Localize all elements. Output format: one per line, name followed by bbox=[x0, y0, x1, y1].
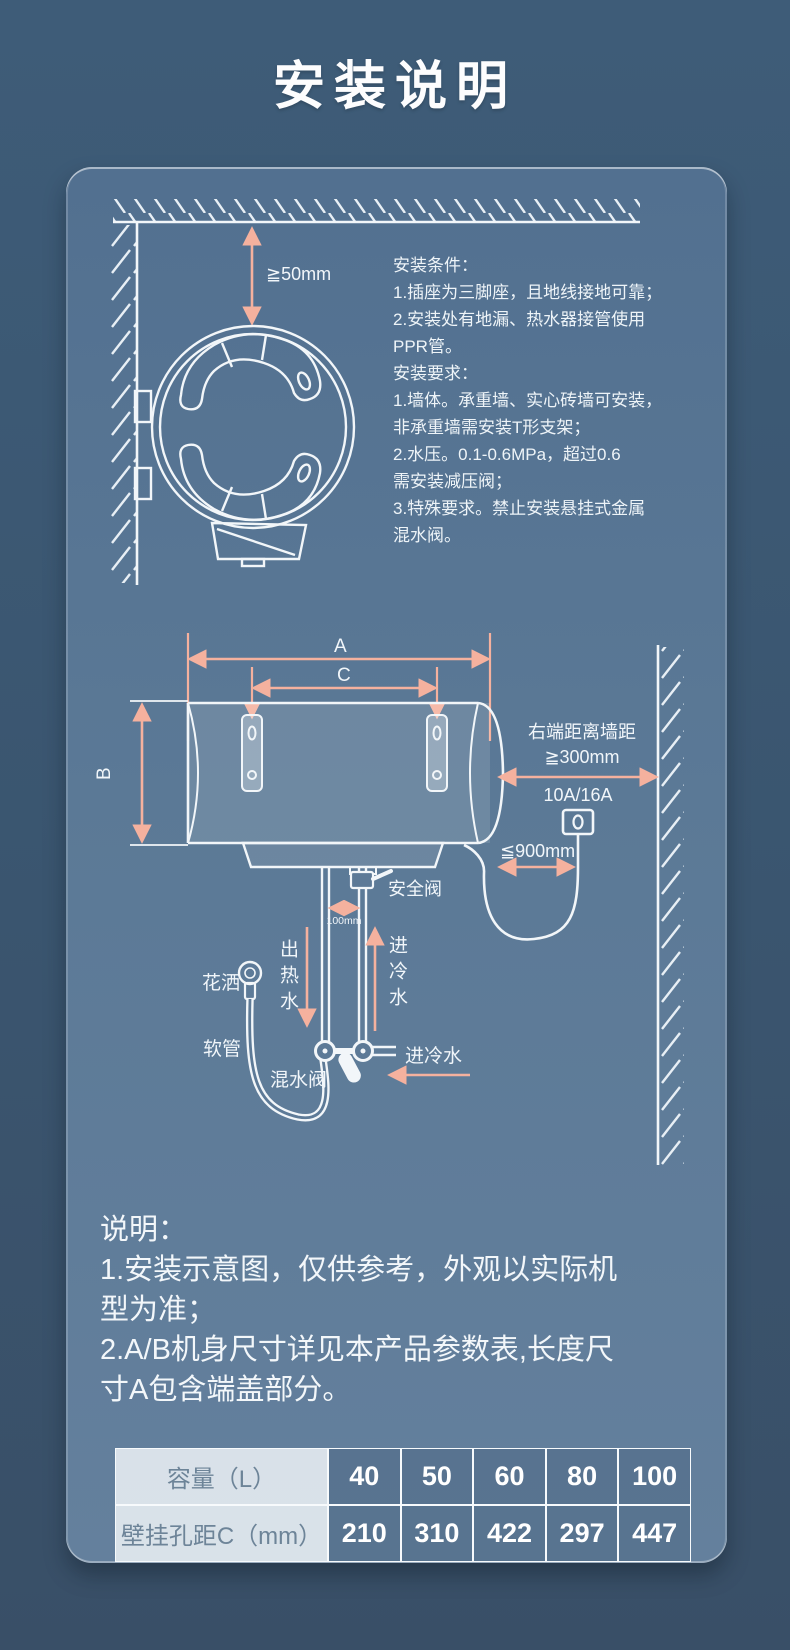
notes-line: 型为准； bbox=[100, 1294, 217, 1326]
socket-distance-dimension: ≦900mm bbox=[497, 841, 576, 877]
table-row-label: 壁挂孔距C（mm） bbox=[115, 1505, 328, 1562]
pipes bbox=[320, 867, 396, 1057]
cond-line: 2.安装处有地漏、热水器接管使用 bbox=[393, 310, 646, 329]
safety-valve-label: 安全阀 bbox=[388, 879, 442, 899]
bottom-tray bbox=[241, 841, 445, 875]
install-conditions-text: 安装条件： 1.插座为三脚座，且地线接地可靠； 2.安装处有地漏、热水器接管使用… bbox=[393, 252, 703, 549]
cond-line: 1.墙体。承重墙、实心砖墙可安装， bbox=[393, 391, 663, 410]
power-socket: 10A/16A bbox=[463, 785, 613, 941]
spec-table: 容量（L） 40 50 60 80 100 壁挂孔距C（mm） 210 310 … bbox=[115, 1448, 691, 1562]
table-cell: 50 bbox=[400, 1448, 474, 1505]
ceiling-clearance-dimension: ≧50mm bbox=[242, 226, 331, 326]
hot-water-out-label: 出热水 bbox=[277, 939, 298, 1017]
table-cell: 80 bbox=[545, 1448, 619, 1505]
notes-line: 2.A/B机身尺寸详见本产品参数表,长度尺 bbox=[100, 1334, 614, 1366]
shower-head bbox=[237, 960, 263, 1001]
installation-panel: ≧50mm bbox=[66, 167, 727, 1563]
table-row-label: 容量（L） bbox=[115, 1448, 328, 1505]
cold-water-in-label: 进冷水 bbox=[386, 935, 407, 1013]
dim-b-label: B bbox=[94, 767, 115, 780]
dim-c-label: C bbox=[337, 665, 351, 686]
table-cell: 422 bbox=[473, 1505, 546, 1562]
heater-top-view bbox=[133, 324, 356, 568]
cond-line: 1.插座为三脚座，且地线接地可靠； bbox=[393, 283, 663, 302]
hose-label: 软管 bbox=[203, 1038, 241, 1060]
left-wall bbox=[110, 222, 139, 585]
wall-gap-dimension: 右端距离墙距 ≧300mm bbox=[497, 722, 659, 787]
safety-valve: 安全阀 bbox=[349, 869, 442, 899]
socket-distance-label: ≦900mm bbox=[500, 841, 575, 861]
flow-arrows bbox=[297, 926, 470, 1085]
mixing-valve-label: 混水阀 bbox=[270, 1069, 327, 1091]
table-cell: 310 bbox=[400, 1505, 474, 1562]
pipe-gap-label: 100mm bbox=[326, 915, 361, 927]
page-title: 安装说明 bbox=[272, 58, 517, 116]
cond-line: 混水阀。 bbox=[393, 526, 461, 545]
notes-line: 1.安装示意图，仅供参考，外观以实际机 bbox=[100, 1254, 618, 1286]
pipe-gap-dimension: 100mm bbox=[326, 899, 362, 927]
cond-line: 需安装减压阀； bbox=[393, 472, 512, 491]
mounting-bracket-right bbox=[426, 714, 448, 792]
shower-label: 花洒 bbox=[202, 972, 240, 994]
power-cord bbox=[463, 834, 580, 941]
table-cell: 60 bbox=[473, 1448, 546, 1505]
cond-line: 2.水压。0.1-0.6MPa，超过0.6 bbox=[393, 445, 621, 464]
table-cell: 210 bbox=[328, 1505, 401, 1562]
socket-label: 10A/16A bbox=[543, 785, 612, 805]
wall-gap-label-1: 右端距离墙距 bbox=[528, 722, 636, 742]
mixing-valve bbox=[314, 1040, 374, 1083]
table-cell: 297 bbox=[545, 1505, 619, 1562]
notes-block: 说明： 1.安装示意图，仅供参考，外观以实际机 型为准； 2.A/B机身尺寸详见… bbox=[100, 1210, 700, 1410]
notes-line: 说明： bbox=[100, 1214, 188, 1246]
table-cell: 100 bbox=[618, 1448, 691, 1505]
ceiling-wall bbox=[113, 199, 640, 224]
heater-side-view bbox=[186, 701, 505, 845]
dimension-c: C bbox=[243, 665, 446, 720]
wall-gap-label-2: ≧300mm bbox=[544, 747, 619, 767]
cond-line: 安装要求： bbox=[393, 364, 478, 383]
clearance-label: ≧50mm bbox=[266, 264, 331, 284]
right-wall bbox=[656, 645, 684, 1165]
cond-line: 非承重墙需安装T形支架； bbox=[393, 418, 591, 437]
cond-line: 安装条件： bbox=[393, 256, 478, 275]
dimension-b: B bbox=[94, 700, 188, 846]
mounting-bracket-left bbox=[241, 714, 263, 792]
cond-line: 3.特殊要求。禁止安装悬挂式金属 bbox=[393, 499, 646, 518]
cond-line: PPR管。 bbox=[393, 337, 462, 356]
table-cell: 447 bbox=[618, 1505, 691, 1562]
table-cell: 40 bbox=[328, 1448, 401, 1505]
hose bbox=[245, 998, 330, 1122]
cold-inlet-label: 进冷水 bbox=[405, 1045, 462, 1067]
installation-diagram: ≧50mm bbox=[94, 199, 684, 1165]
dim-a-label: A bbox=[334, 636, 347, 657]
notes-line: 寸A包含端盖部分。 bbox=[100, 1374, 352, 1406]
